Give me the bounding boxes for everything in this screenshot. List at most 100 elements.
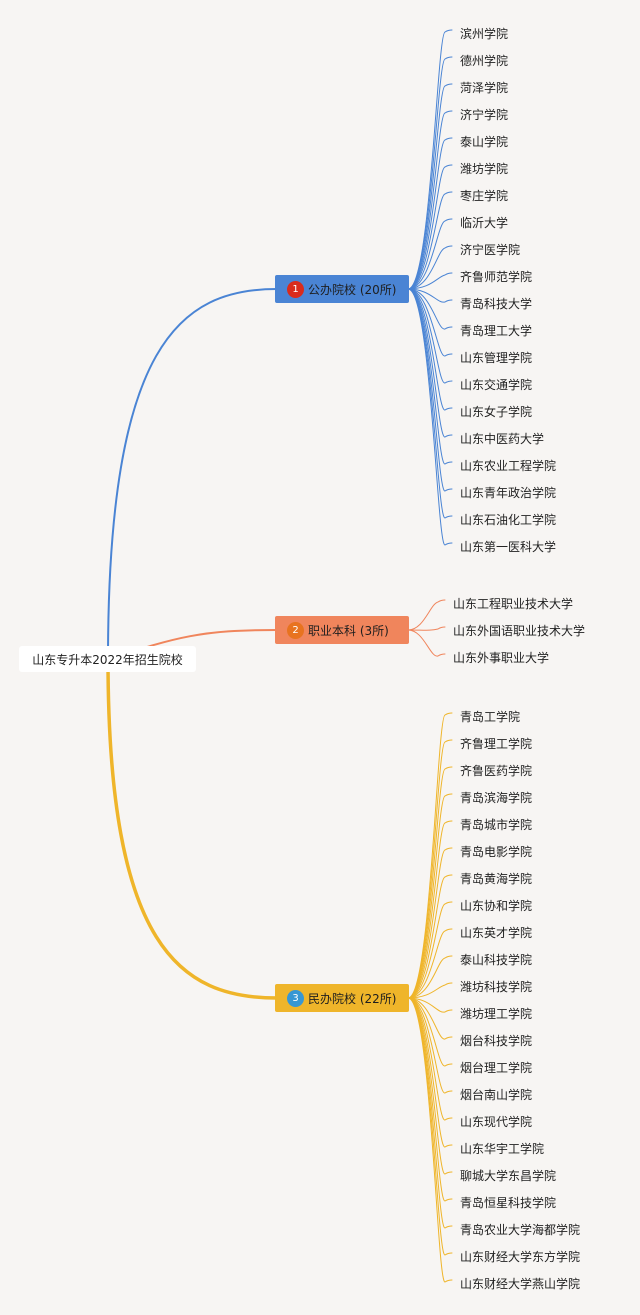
leaf-node-private[interactable]: 山东华宇工学院 bbox=[460, 1142, 545, 1156]
connector-leaf-public bbox=[407, 288, 453, 357]
leaf-node-private[interactable]: 山东财经大学燕山学院 bbox=[460, 1277, 581, 1291]
connector-leaf-private bbox=[407, 997, 453, 1013]
leaf-node-private[interactable]: 青岛电影学院 bbox=[460, 845, 533, 859]
connector-leaf-public bbox=[407, 288, 453, 303]
branch-label-vocational: 职业本科 (3所) bbox=[308, 623, 389, 638]
leaf-node-private[interactable]: 泰山科技学院 bbox=[460, 953, 533, 967]
connector-leaf-public bbox=[407, 164, 453, 290]
connector-leaf-private bbox=[407, 997, 453, 1229]
connector-leaf-private bbox=[407, 997, 453, 1148]
connector-leaf-public bbox=[407, 218, 453, 290]
connector-leaf-private bbox=[407, 997, 453, 1256]
connector-leaf-public bbox=[407, 288, 453, 519]
connector-leaf-public bbox=[407, 110, 453, 290]
leaf-node-public[interactable]: 滨州学院 bbox=[460, 27, 509, 41]
leaf-node-public[interactable]: 山东女子学院 bbox=[460, 405, 533, 419]
connector-leaf-private bbox=[407, 847, 453, 999]
leaf-node-vocational[interactable]: 山东外国语职业技术大学 bbox=[453, 624, 586, 638]
connector-leaf-private bbox=[407, 712, 453, 999]
leaf-node-private[interactable]: 烟台理工学院 bbox=[460, 1061, 533, 1075]
leaf-node-public[interactable]: 菏泽学院 bbox=[460, 81, 509, 95]
leaf-node-public[interactable]: 山东中医药大学 bbox=[460, 432, 545, 446]
leaf-node-public[interactable]: 泰山学院 bbox=[460, 135, 509, 149]
leaf-node-private[interactable]: 烟台科技学院 bbox=[460, 1034, 533, 1048]
number-badge-2: 2 bbox=[287, 621, 304, 639]
leaf-node-public[interactable]: 山东青年政治学院 bbox=[460, 486, 557, 500]
connector-leaf-private bbox=[407, 901, 453, 999]
connector-leaf-private bbox=[407, 874, 453, 999]
leaf-node-private[interactable]: 聊城大学东昌学院 bbox=[460, 1169, 557, 1183]
leaf-node-public[interactable]: 齐鲁师范学院 bbox=[460, 270, 533, 284]
leaf-node-public[interactable]: 济宁医学院 bbox=[460, 243, 521, 257]
connector-leaf-public bbox=[407, 288, 453, 330]
branch-node-public[interactable]: 1 公办院校 (20所) bbox=[275, 275, 409, 303]
leaf-node-private[interactable]: 山东现代学院 bbox=[460, 1115, 533, 1129]
branch-label-private: 民办院校 (22所) bbox=[308, 991, 397, 1006]
connector-leaf-public bbox=[407, 288, 453, 492]
leaf-node-private[interactable]: 山东协和学院 bbox=[460, 899, 533, 913]
leaf-node-vocational[interactable]: 山东外事职业大学 bbox=[453, 651, 550, 665]
root-label: 山东专升本2022年招生院校 bbox=[32, 652, 183, 667]
leaf-node-vocational[interactable]: 山东工程职业技术大学 bbox=[453, 597, 574, 611]
leaf-node-private[interactable]: 山东英才学院 bbox=[460, 926, 533, 940]
leaf-node-public[interactable]: 山东管理学院 bbox=[460, 351, 533, 365]
connector-leaf-private bbox=[407, 997, 453, 1283]
connector-leaf-private bbox=[407, 997, 453, 1067]
connector-leaf-public bbox=[407, 29, 453, 290]
leaf-node-private[interactable]: 青岛城市学院 bbox=[460, 818, 533, 832]
leaf-node-public[interactable]: 山东交通学院 bbox=[460, 378, 533, 392]
leaf-node-private[interactable]: 山东财经大学东方学院 bbox=[460, 1250, 581, 1264]
leaf-node-public[interactable]: 枣庄学院 bbox=[460, 189, 509, 203]
connector-leaf-public bbox=[407, 288, 453, 384]
leaf-node-private[interactable]: 潍坊科技学院 bbox=[460, 980, 533, 994]
connector-leaf-vocational bbox=[407, 599, 446, 631]
connector-root-private bbox=[106, 657, 279, 1000]
connector-leaf-private bbox=[407, 997, 453, 1040]
leaf-node-private[interactable]: 青岛黄海学院 bbox=[460, 872, 533, 886]
branch-node-private[interactable]: 3 民办院校 (22所) bbox=[275, 984, 409, 1012]
leaf-node-public[interactable]: 山东农业工程学院 bbox=[460, 459, 557, 473]
leaf-node-public[interactable]: 山东第一医科大学 bbox=[460, 540, 557, 554]
connector-leaf-private bbox=[407, 997, 453, 1175]
leaf-node-private[interactable]: 齐鲁理工学院 bbox=[460, 737, 533, 751]
leaf-node-private[interactable]: 青岛恒星科技学院 bbox=[460, 1196, 557, 1210]
connector-leaf-public bbox=[407, 191, 453, 290]
connector-leaf-public bbox=[407, 288, 453, 465]
connector-leaf-private bbox=[407, 982, 453, 999]
leaf-node-public[interactable]: 青岛理工大学 bbox=[460, 324, 533, 338]
connector-leaf-public bbox=[407, 137, 453, 290]
connector-leaf-private bbox=[407, 793, 453, 999]
connector-leaf-public bbox=[407, 288, 453, 546]
leaf-node-public[interactable]: 潍坊学院 bbox=[460, 162, 509, 176]
connector-leaf-public bbox=[407, 83, 453, 290]
leaf-node-private[interactable]: 青岛滨海学院 bbox=[460, 791, 533, 805]
connector-leaf-public bbox=[407, 288, 453, 438]
leaf-node-private[interactable]: 青岛工学院 bbox=[460, 710, 521, 724]
connector-leaf-vocational bbox=[407, 626, 446, 631]
leaf-node-private[interactable]: 齐鲁医药学院 bbox=[460, 764, 533, 778]
root-node[interactable]: 山东专升本2022年招生院校 bbox=[19, 646, 196, 672]
connector-leaf-private bbox=[407, 997, 453, 1202]
leaf-node-public[interactable]: 济宁学院 bbox=[460, 108, 509, 122]
connector-leaf-public bbox=[407, 288, 453, 411]
connector-leaf-private bbox=[407, 955, 453, 999]
branch-label-public: 公办院校 (20所) bbox=[308, 282, 397, 297]
leaf-node-public[interactable]: 山东石油化工学院 bbox=[460, 513, 557, 527]
leaf-node-private[interactable]: 青岛农业大学海都学院 bbox=[460, 1223, 581, 1237]
connector-leaf-public bbox=[407, 56, 453, 290]
connector-leaf-private bbox=[407, 997, 453, 1121]
connector-leaf-private bbox=[407, 739, 453, 999]
connector-leaf-public bbox=[407, 245, 453, 290]
leaf-node-private[interactable]: 潍坊理工学院 bbox=[460, 1007, 533, 1021]
leaf-node-public[interactable]: 临沂大学 bbox=[460, 216, 509, 230]
leaf-node-public[interactable]: 德州学院 bbox=[460, 54, 509, 68]
number-badge-1: 1 bbox=[287, 280, 304, 298]
connector-leaf-private bbox=[407, 766, 453, 999]
connector-leaf-vocational bbox=[407, 629, 446, 657]
branch-node-vocational[interactable]: 2 职业本科 (3所) bbox=[275, 616, 409, 644]
leaf-node-private[interactable]: 烟台南山学院 bbox=[460, 1088, 533, 1102]
leaf-node-public[interactable]: 青岛科技大学 bbox=[460, 297, 533, 311]
connector-leaf-public bbox=[407, 272, 453, 290]
